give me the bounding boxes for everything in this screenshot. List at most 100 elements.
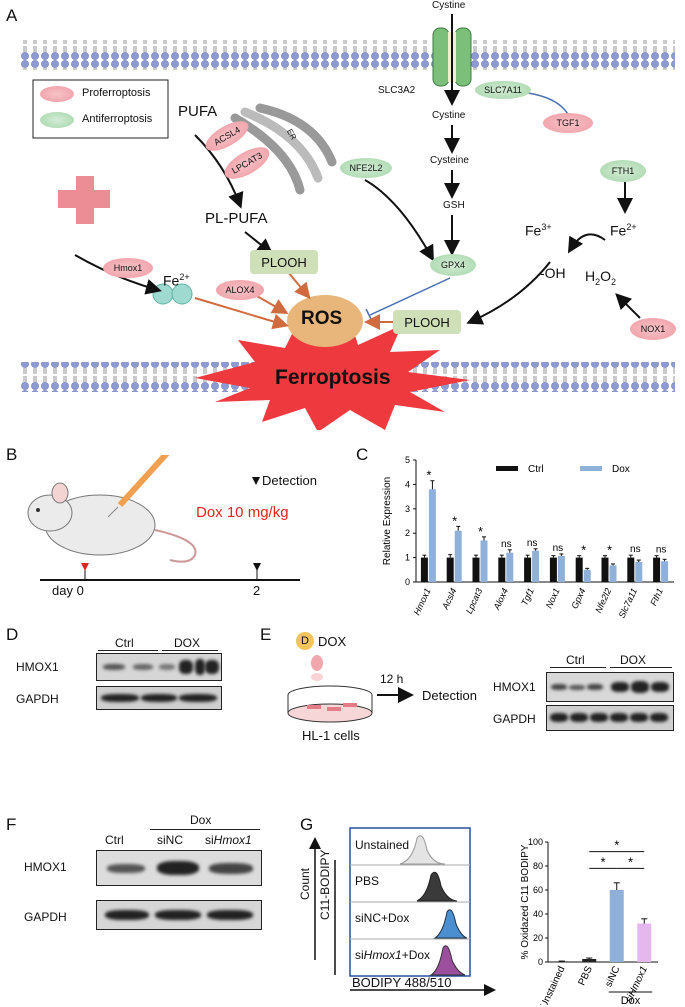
g-ytick-label: 80: [533, 861, 543, 871]
panel-label-e: E: [260, 625, 272, 644]
c-bar-dox-tgf1: [532, 550, 540, 582]
pathway-diagram: [20, 14, 675, 430]
transporter-left: [432, 27, 450, 87]
legend-anti-swatch: [40, 112, 74, 128]
fe2-right-label: Fe2+: [610, 222, 637, 239]
c-legend-swatch-ctrl: [496, 466, 518, 471]
blot-d-row-hmox1: HMOX1: [16, 660, 59, 674]
c-ytick-label: 1: [405, 553, 410, 563]
c-significance: *: [426, 468, 431, 483]
blot-f-ctrl-header: Ctrl: [105, 833, 124, 847]
blot-d-row-gapdh: GAPDH: [16, 692, 59, 706]
blot-f-hmox1: [96, 850, 262, 886]
slc7a11-node: SLC7A11: [475, 81, 531, 99]
c-bar-dox-slc7a11: [635, 561, 643, 582]
count-axis-label: Count: [298, 867, 312, 900]
c-bar-ctrl-alox4: [498, 557, 506, 582]
panel-label-d: D: [6, 625, 19, 644]
hl1-cells-label: HL-1 cells: [302, 728, 360, 743]
g-significance: *: [600, 854, 605, 869]
blot-f-dox-header: Dox: [190, 813, 212, 827]
c-category-label: Tgf1: [519, 587, 536, 608]
gpx4-node: GPX4: [430, 254, 476, 276]
c-significance: ns: [630, 544, 641, 555]
dose-label: Dox 10 mg/kg: [196, 504, 289, 521]
c-bar-dox-fth1: [661, 561, 669, 582]
c-significance: *: [607, 543, 612, 558]
g-category-label: Unstained: [538, 965, 567, 1005]
blot-f-sihmox1-header: siHmox1: [205, 833, 252, 847]
legend-pro-label: Proferroptosis: [82, 87, 151, 99]
g-ylabel: % Oxidazed C11 BODIPY: [520, 844, 531, 959]
dox-badge: D: [296, 632, 314, 650]
c-legend-swatch-dox: [580, 466, 602, 471]
dox-badge-label: DOX: [318, 634, 347, 649]
c-significance: ns: [656, 545, 667, 556]
c-bar-dox-alox4: [506, 552, 514, 582]
c-category-label: Fth1: [648, 587, 665, 608]
bodipy-x-label: BODIPY 488/510: [352, 975, 452, 990]
ferroptosis-label: Ferroptosis: [275, 366, 391, 389]
incubation-time-label: 12 h: [380, 672, 404, 686]
g-bar-sinc: [609, 890, 624, 962]
c-category-label: Slc7a11: [617, 587, 640, 620]
c-ytick-label: 4: [405, 479, 410, 489]
tgf1-node: TGF1: [543, 113, 593, 133]
hist-label-pbs: PBS: [355, 874, 380, 888]
detection-legend-label: Detection: [262, 473, 317, 488]
c-bar-ctrl-nox1: [549, 557, 557, 582]
blot-d-hmox1: [96, 653, 222, 681]
c-significance: *: [581, 543, 586, 558]
c-bar-dox-nox1: [557, 555, 565, 582]
panel-label-c: C: [356, 445, 369, 464]
cysteine-label: Cysteine: [430, 155, 469, 166]
c-significance: ns: [501, 539, 512, 550]
hist-label-sihmox1-dox: siHmox1+Dox: [355, 948, 431, 962]
c-significance: ns: [553, 543, 564, 554]
blot-e-row-hmox1: HMOX1: [493, 680, 536, 694]
c-legend-label-ctrl: Ctrl: [528, 464, 544, 475]
c-bar-ctrl-lpcat3: [472, 557, 480, 582]
c-significance: ns: [527, 538, 538, 549]
fe2-left-label: Fe2+: [163, 272, 190, 289]
c-bar-dox-nfe2l2: [609, 565, 617, 582]
c-bar-ctrl-gpx4: [575, 557, 583, 582]
c-category-label: Lpcat3: [464, 587, 484, 616]
fe3-label: Fe3+: [525, 222, 552, 239]
c-bar-ctrl-slc7a11: [627, 557, 635, 582]
iron-sphere-2: [171, 283, 193, 305]
g-category-label: siNC: [603, 965, 622, 989]
c-ylabel: Relative Expression: [382, 477, 393, 565]
c-category-label: Hmox1: [412, 587, 433, 617]
er-membrane-3: [255, 103, 337, 167]
c-bar-ctrl-hmox1: [420, 557, 428, 582]
g-ytick-label: 60: [533, 885, 543, 895]
g-ytick-label: 20: [533, 933, 543, 943]
panel-label-g: G: [300, 815, 314, 834]
blot-f-gapdh: [96, 900, 262, 930]
g-ytick-label: 40: [533, 909, 543, 919]
g-significance: *: [628, 854, 633, 869]
hmox1-node: Hmox1: [103, 258, 153, 278]
c-bar-ctrl-fth1: [653, 557, 661, 582]
c-ytick-label: 0: [405, 577, 410, 587]
alox4-node: ALOX4: [216, 280, 264, 300]
c-bar-dox-acsl4: [454, 530, 462, 582]
blot-f-row-hmox1: HMOX1: [24, 860, 67, 874]
doxorubicin-cross-icon: [58, 176, 110, 224]
blot-e-dox-header: DOX: [620, 653, 647, 667]
cystine-mid-label: Cystine: [432, 110, 466, 121]
hist-label-sinc-dox: siNC+Dox: [355, 911, 410, 925]
c-ytick-label: 5: [405, 455, 410, 465]
panel-label-a: A: [6, 6, 18, 25]
cystine-top-label: Cystine: [432, 0, 466, 11]
blot-d-gapdh: [96, 686, 222, 710]
er-membrane-2: [240, 107, 323, 183]
ferroptosis-burst: [195, 318, 470, 430]
g-dox-label: Dox: [621, 995, 641, 1005]
h2o2-label: H2O2: [585, 268, 617, 287]
c-category-label: Nox1: [544, 587, 562, 610]
culture-dish-illustration: [287, 655, 414, 723]
